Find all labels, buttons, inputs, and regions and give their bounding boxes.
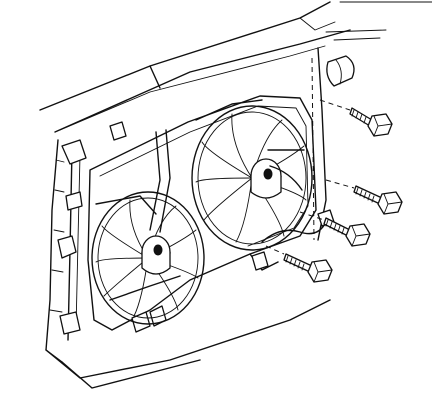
radiator-support-top: [39, 1, 432, 133]
fan-shroud: [87, 95, 317, 333]
fan-left-motor: [141, 235, 171, 275]
mounting-bolt-1: [349, 107, 393, 137]
mounting-bolt-4: [283, 253, 333, 283]
mounting-bolt-3: [323, 217, 371, 247]
fan-wiring-harness: [261, 165, 335, 243]
bolt-guide-lines: [265, 99, 355, 255]
fan-left: [91, 191, 205, 325]
mounting-bolt-2: [353, 185, 403, 215]
corner-note: [325, 29, 387, 41]
fan-right-motor: [250, 158, 282, 199]
radiator-hose-neck: [311, 47, 355, 241]
radiator-side-frame: [45, 139, 331, 389]
fan-right: [191, 105, 313, 251]
